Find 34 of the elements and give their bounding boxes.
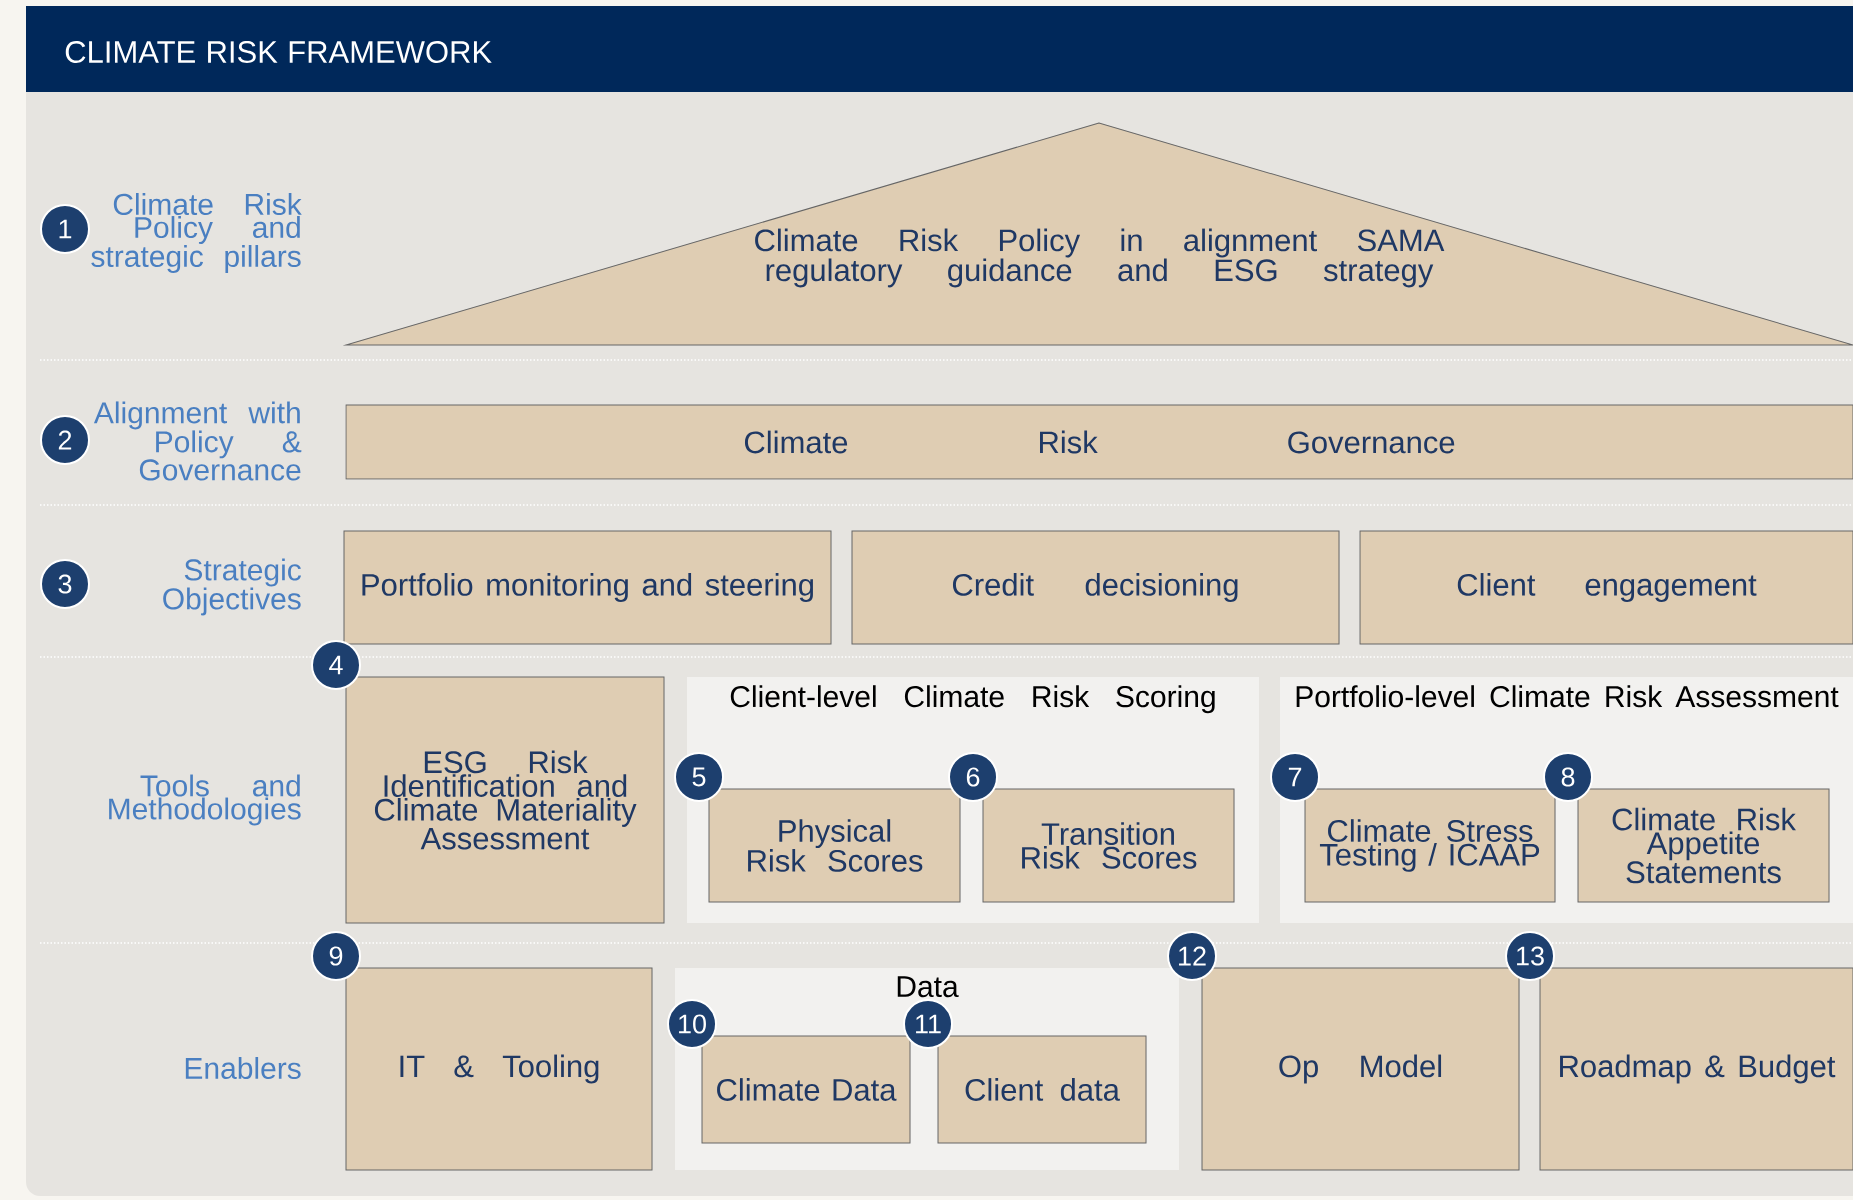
framework-box: Client data xyxy=(937,1035,1147,1144)
number-badge: 12 xyxy=(1167,931,1217,981)
number-badge: 1 xyxy=(40,204,90,254)
framework-box: Roadmap & Budget xyxy=(1539,967,1853,1171)
number-badge: 5 xyxy=(674,752,724,802)
number-badge: 3 xyxy=(40,559,90,609)
roof-triangle: Climate Risk Policy in alignment SAMA regulatory guidance and ESG strategy xyxy=(345,122,1853,346)
row-label: Tools and Methodologies xyxy=(109,774,301,826)
number-badge: 8 xyxy=(1543,752,1593,802)
number-badge: 4 xyxy=(311,640,361,690)
framework-box: Op Model xyxy=(1201,967,1520,1171)
framework-box: ESG Risk Identification and Climate Materiality Assessment xyxy=(345,676,665,924)
framework-box: IT & Tooling xyxy=(345,967,653,1171)
framework-box: Portfolio monitoring and steering xyxy=(343,530,832,645)
row-label: Alignment with Policy & Governance xyxy=(93,401,302,481)
framework-box: Physical Risk Scores xyxy=(708,788,961,903)
framework-box: Climate Risk Governance xyxy=(345,404,1853,480)
row-label: Enablers xyxy=(185,1057,301,1080)
number-badge: 10 xyxy=(667,999,717,1049)
number-badge: 6 xyxy=(948,752,998,802)
row-label: Climate Risk Policy and strategic pillars xyxy=(91,193,302,273)
framework-box: Transition Risk Scores xyxy=(982,788,1235,903)
number-badge: 2 xyxy=(40,415,90,465)
number-badge: 13 xyxy=(1505,931,1555,981)
row-label: Strategic Objectives xyxy=(163,558,301,616)
framework-box: Climate Stress Testing / ICAAP xyxy=(1304,788,1556,903)
framework-box: Client engagement xyxy=(1359,530,1853,645)
number-badge: 11 xyxy=(903,999,953,1049)
number-badge: 7 xyxy=(1270,752,1320,802)
framework-box: Climate Data xyxy=(701,1035,911,1144)
number-badge: 9 xyxy=(311,931,361,981)
framework-box: Credit decisioning xyxy=(851,530,1340,645)
framework-box: Climate Risk Appetite Statements xyxy=(1577,788,1830,903)
title-banner: CLIMATE RISK FRAMEWORK xyxy=(26,6,1853,92)
